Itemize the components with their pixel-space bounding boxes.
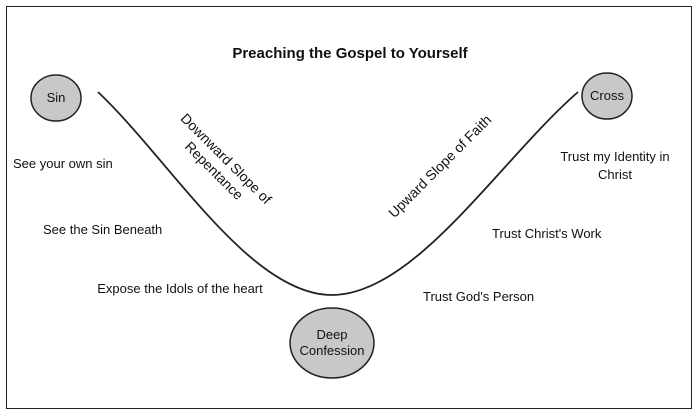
right-step-1: Trust my Identity in Christ (560, 149, 670, 182)
deep-confession-circle (289, 307, 375, 379)
cross-circle (581, 72, 633, 120)
left-step-2: See the Sin Beneath (43, 222, 163, 237)
sin-circle (30, 74, 82, 122)
right-step-3: Trust God's Person (423, 289, 535, 304)
node-deep-confession: Deep Confession (299, 327, 365, 358)
right-step-2: Trust Christ's Work (492, 226, 602, 241)
diagram-frame (6, 6, 692, 409)
node-cross: Cross (590, 88, 624, 104)
left-step-1: See your own sin (13, 156, 113, 171)
diagram-title: Preaching the Gospel to Yourself (232, 45, 468, 62)
valley-curve (97, 91, 579, 296)
left-step-3: Expose the Idols of the heart (97, 281, 263, 296)
node-sin: Sin (46, 90, 66, 106)
